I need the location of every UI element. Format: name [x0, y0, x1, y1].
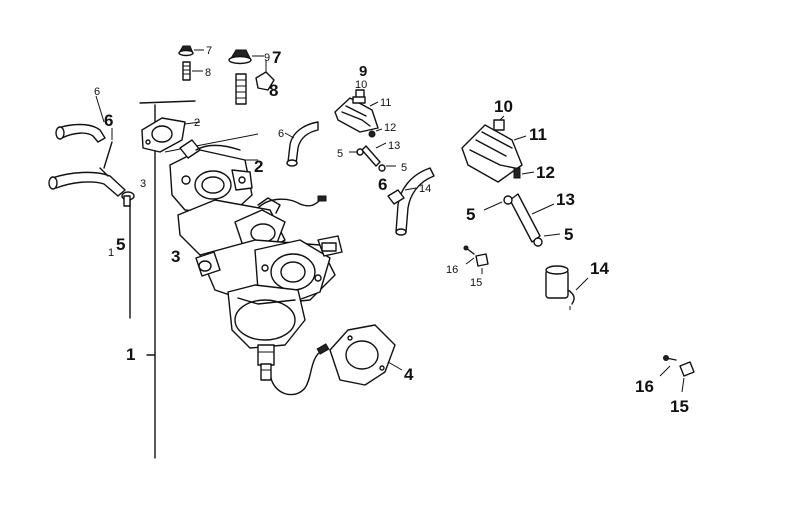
callout-16-small: 16: [446, 264, 458, 276]
callout-11-small: 11: [380, 97, 391, 109]
callout-15-large: 15: [670, 397, 689, 416]
nut-7-large: [228, 49, 264, 65]
callout-7-small: 7: [206, 45, 212, 57]
callout-15-small: 15: [470, 277, 482, 289]
connector-8-large: [255, 60, 275, 91]
clip-16-large: [659, 355, 677, 377]
nut-7-small: [178, 45, 204, 57]
callout-13-large: 13: [556, 190, 575, 209]
callout-12-small: 12: [384, 122, 396, 134]
screw-12-large: [513, 167, 535, 179]
callout-5-right-left: 5: [466, 205, 475, 224]
callout-4: 4: [404, 365, 414, 384]
callout-14-large: 14: [590, 259, 609, 278]
callout-2-small: 2: [194, 117, 200, 129]
callout-9: 9: [359, 63, 367, 80]
screw-12-small: [368, 130, 376, 138]
callout-1: 1: [126, 345, 135, 364]
callout-7-large: 7: [272, 48, 281, 67]
callout-6-mid: 6: [278, 128, 284, 140]
fuel-hose-lower-left: [48, 141, 126, 197]
callout-16-large: 16: [635, 377, 654, 396]
callout-2: 2: [254, 157, 263, 176]
callout-8-small: 8: [205, 67, 211, 79]
callout-6-small-group: 6: [378, 175, 387, 194]
callout-5-mid-left: 5: [337, 148, 343, 160]
fuel-filter-14-large: [545, 265, 589, 310]
callout-6-left: 6: [104, 111, 113, 130]
bracket-item-1: [129, 100, 196, 459]
clip-16-small: [463, 245, 475, 265]
callout-11-large: 11: [529, 125, 547, 144]
callout-10-small: 10: [355, 79, 367, 91]
callout-1-small: 1: [108, 247, 114, 259]
flange-gasket-4: [329, 324, 403, 386]
callout-6-top: 6: [94, 86, 100, 98]
fuel-hose-14-small: [387, 167, 435, 236]
callout-10-large: 10: [494, 97, 513, 116]
stud-8-large: [235, 73, 247, 105]
clamp-15-small: [475, 253, 489, 274]
filter-bracket-large: [461, 115, 527, 183]
callout-5-left: 5: [116, 235, 125, 254]
callout-14-small: 14: [419, 183, 431, 195]
callout-12-large: 12: [536, 163, 555, 182]
filter-bracket-small: [334, 89, 379, 133]
fuel-line-13-small: [349, 142, 396, 172]
gasket-2-upper: [141, 117, 259, 153]
clamp-15-large: [679, 361, 695, 393]
callout-labels: 1 1 2 2 3 3 4 5 5 5 5 5 6 6 6 6 7 7 8 8 …: [94, 45, 689, 416]
callout-13-small: 13: [388, 140, 400, 152]
callout-9-top: 9: [264, 52, 270, 64]
callout-3-small: 3: [140, 178, 146, 190]
fuel-hose-upper-left: [55, 123, 106, 143]
hose-clamp-left: [121, 191, 135, 207]
callout-3: 3: [171, 247, 180, 266]
fuel-hose-6-mid: [284, 121, 319, 167]
fuel-line-13-large: [483, 193, 561, 247]
callout-5-right-right: 5: [564, 225, 573, 244]
callout-8-large: 8: [269, 81, 278, 100]
callout-5-mid-right: 5: [401, 162, 407, 174]
stud-8-small: [182, 61, 203, 81]
carburetor-assembly: [169, 139, 343, 396]
